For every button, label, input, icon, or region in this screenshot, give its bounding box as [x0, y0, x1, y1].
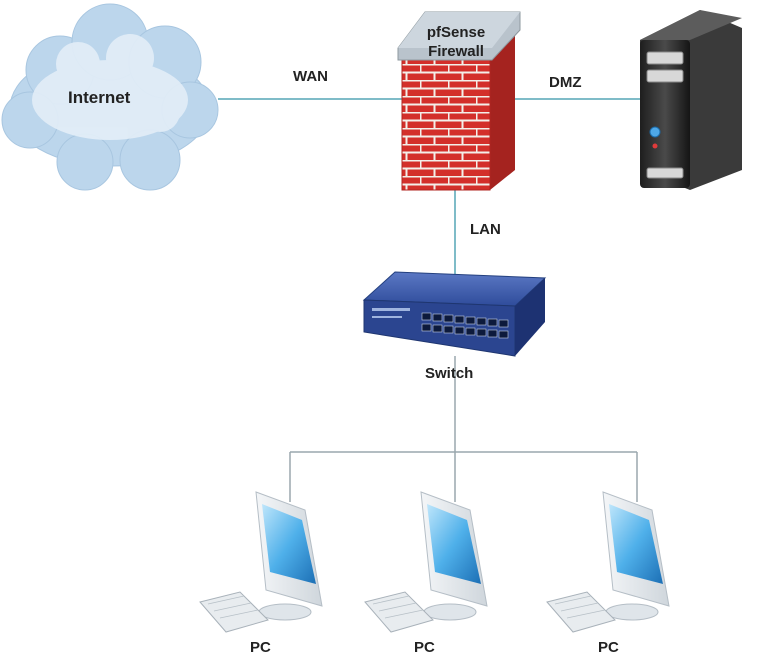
- pc-label: PC: [414, 639, 435, 655]
- connection-lines: [218, 98, 640, 286]
- pc-bus-lines: [289, 356, 638, 502]
- internet-label: Internet: [68, 88, 131, 107]
- pc-label: PC: [598, 639, 619, 655]
- pc-label: PC: [250, 639, 271, 655]
- cloud-icon: Internet: [1, 3, 219, 191]
- server-tower-icon: [640, 10, 742, 190]
- desktop-pc-icon: PC: [199, 491, 323, 655]
- desktop-pc-icon: PC: [546, 491, 670, 655]
- lan-label: LAN: [470, 221, 501, 238]
- switch-label: Switch: [425, 365, 473, 382]
- firewall-label-line1: pfSense: [427, 24, 485, 41]
- network-switch-icon: Switch: [362, 271, 547, 382]
- wan-label: WAN: [293, 68, 328, 85]
- dmz-label: DMZ: [549, 74, 582, 91]
- firewall-label-line2: Firewall: [428, 43, 484, 60]
- brick-firewall-icon: pfSense Firewall: [397, 11, 521, 191]
- desktop-pc-icon: PC: [364, 491, 488, 655]
